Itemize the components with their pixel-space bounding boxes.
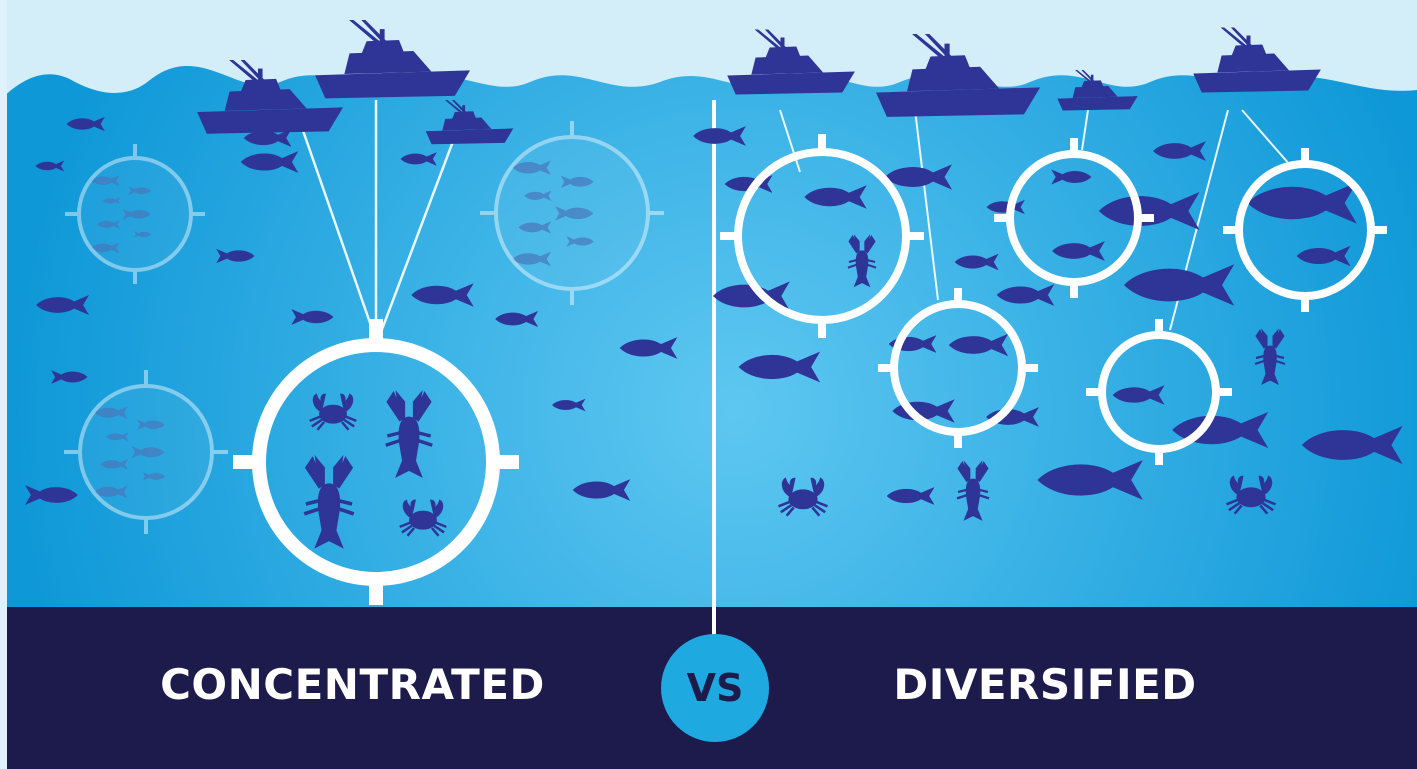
faded-target-3-ring	[78, 384, 214, 520]
left-edge	[0, 0, 7, 769]
right-fishing-line-2	[1081, 109, 1089, 151]
div-target-4	[878, 288, 1038, 448]
main-target	[233, 319, 519, 605]
right-fishing-line-1	[914, 109, 939, 301]
faded-target-2-ring	[494, 135, 650, 291]
water	[0, 65, 1417, 620]
div-target-3	[1223, 148, 1387, 312]
div-target-2	[994, 138, 1154, 298]
right-fishing-line-4	[1241, 109, 1291, 166]
right-fishing-line-0	[779, 109, 801, 173]
faded-target-2	[480, 121, 664, 305]
faded-target-3	[64, 370, 228, 534]
vs-text: VS	[686, 666, 744, 710]
left-fishing-line-3	[376, 135, 457, 341]
diversified-label: DIVERSIFIED	[893, 660, 1197, 709]
left-fishing-line-1	[298, 121, 378, 341]
faded-target-1	[65, 144, 205, 284]
div-target-1	[720, 134, 924, 338]
div-target-5	[1086, 319, 1232, 465]
vs-badge: VS	[661, 634, 769, 742]
concentrated-label: CONCENTRATED	[160, 660, 545, 709]
faded-target-1-ring	[77, 156, 193, 272]
